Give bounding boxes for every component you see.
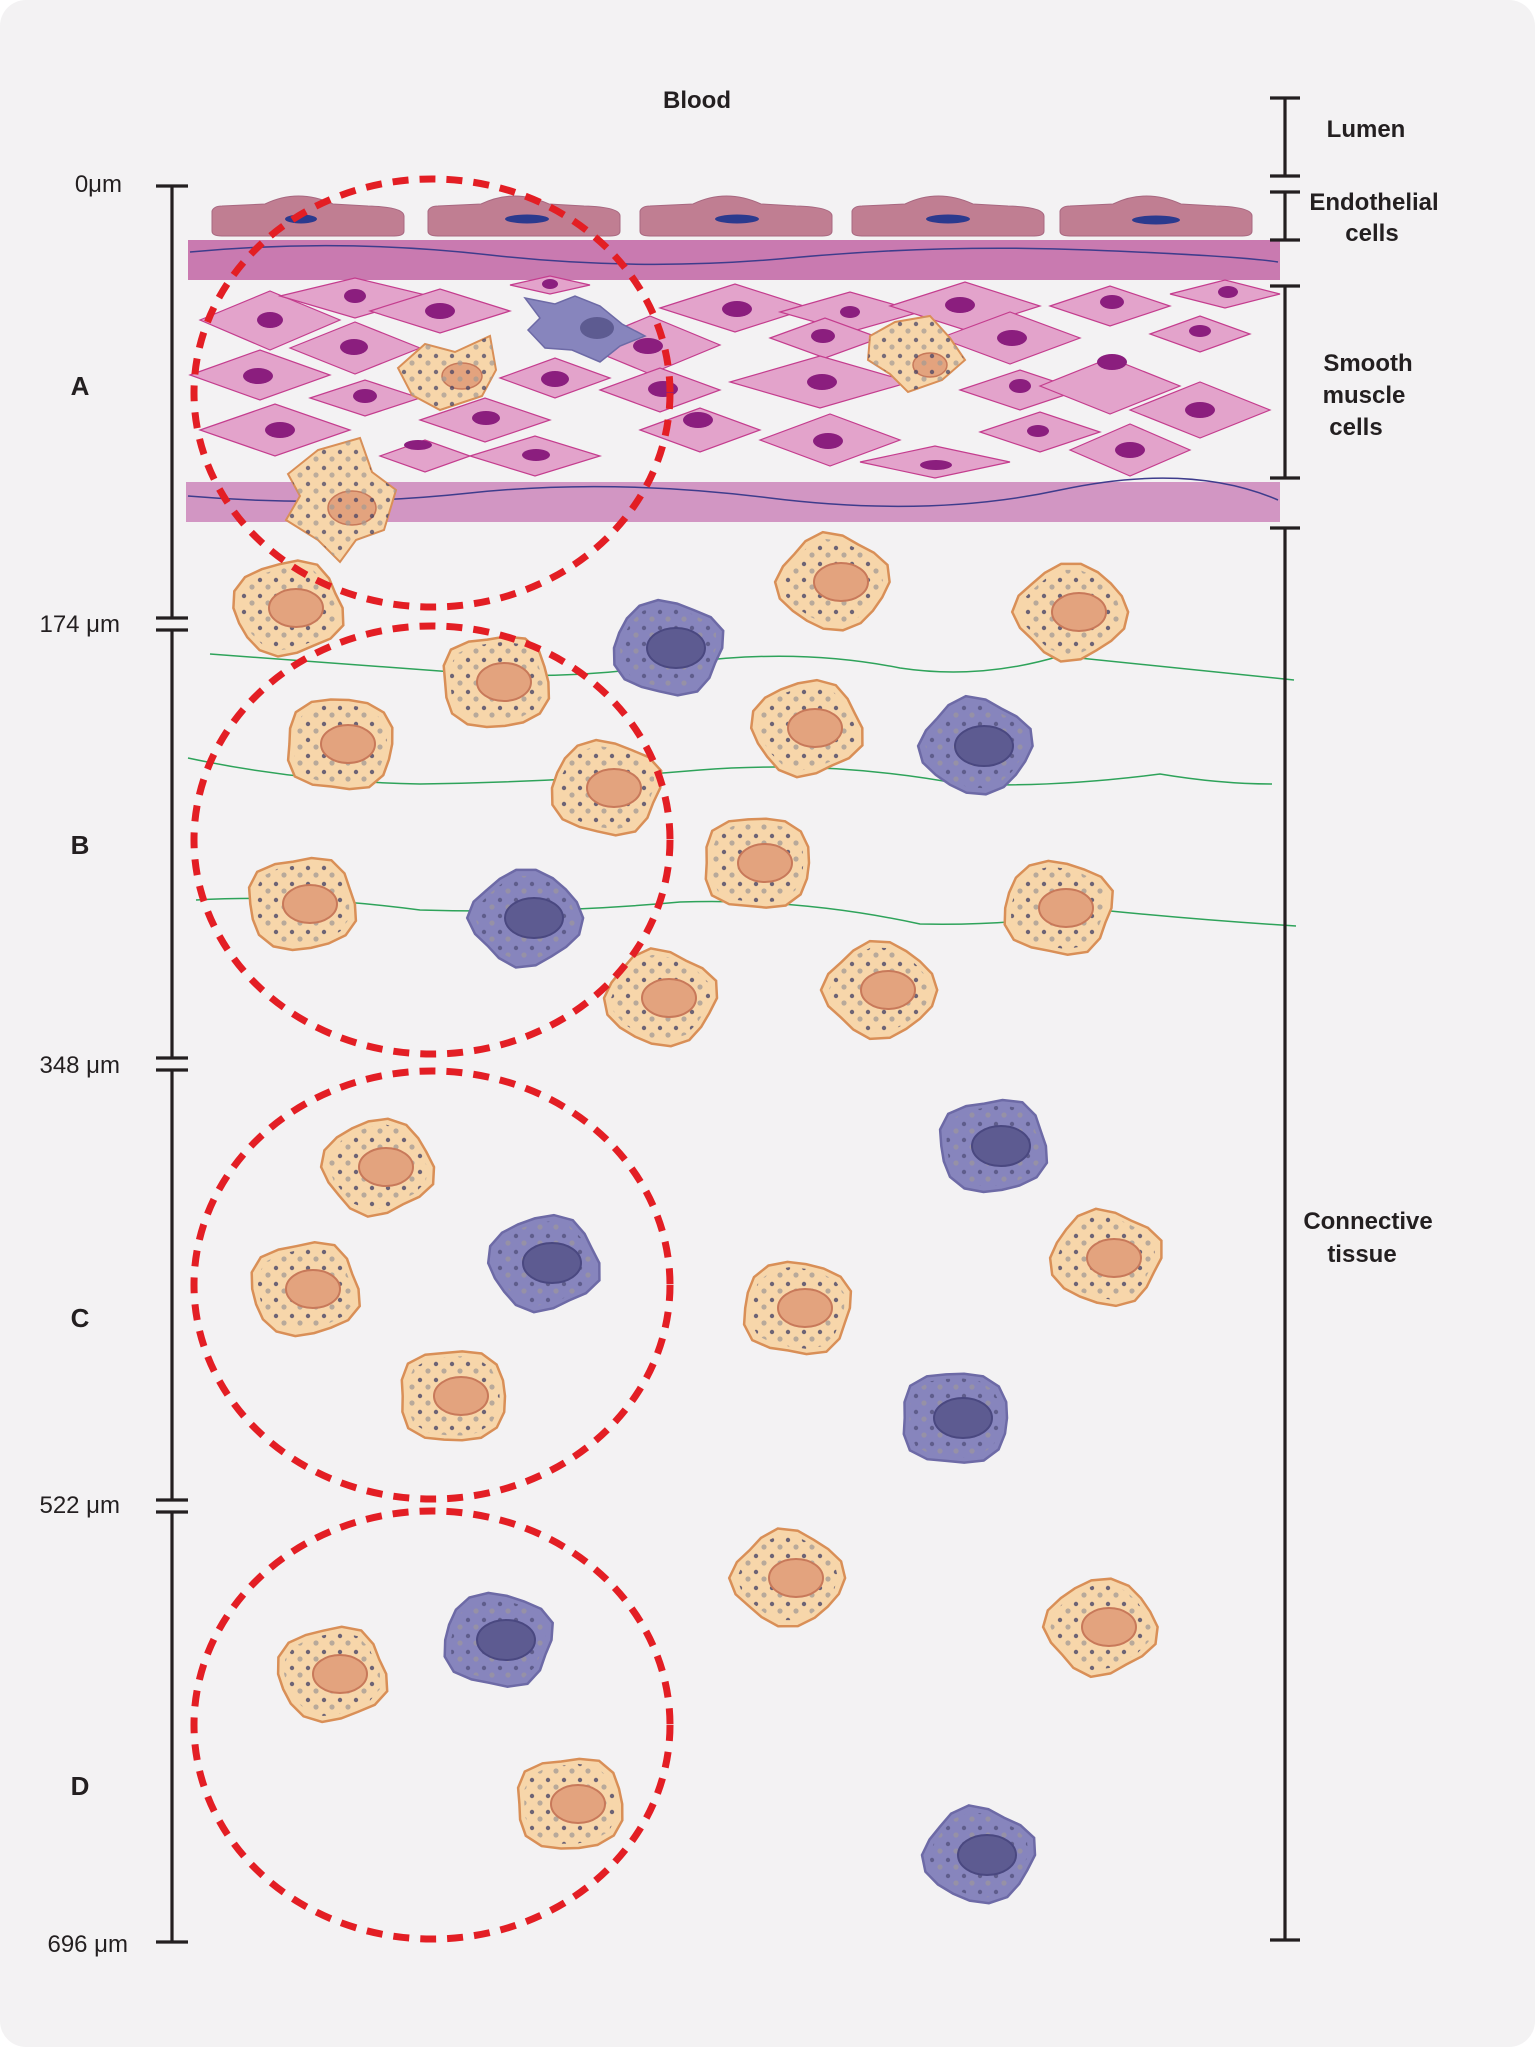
- zone-highlight-circles: [190, 175, 674, 1943]
- lumen-label: Lumen: [1327, 116, 1406, 143]
- smooth-muscle-cell: [198, 403, 352, 457]
- smooth-muscle-layer: [188, 275, 1281, 564]
- zone-label-c: C: [71, 1303, 90, 1333]
- connective-tissue-label-line1: Connective: [1303, 1208, 1432, 1235]
- zone-label-a: A: [71, 371, 90, 401]
- connective-tissue-cells: [232, 530, 1163, 1905]
- smooth-muscle-cell: [188, 349, 332, 401]
- endothelial-layer: [211, 195, 1253, 237]
- smooth-muscle-cell: [1048, 285, 1172, 327]
- smooth-muscle-label-line2: muscle: [1323, 382, 1406, 409]
- smooth-muscle-cell: [978, 411, 1102, 453]
- zone-label-d: D: [71, 1771, 90, 1801]
- smooth-muscle-cell: [859, 445, 1011, 479]
- smooth-muscle-cell: [418, 397, 552, 443]
- mast-cell: [319, 1117, 436, 1218]
- mast-cell: [550, 738, 663, 837]
- mast-cell: [232, 559, 345, 658]
- endothelial-label-line1: Endothelial: [1309, 189, 1438, 216]
- macrophage-cell: [938, 1098, 1049, 1194]
- smooth-muscle-cell: [509, 275, 591, 295]
- connective-tissue-label-line2: tissue: [1327, 1241, 1396, 1268]
- mast-cell: [516, 1757, 624, 1850]
- smooth-muscle-cell: [768, 317, 882, 359]
- smooth-muscle-cell: [1038, 354, 1182, 415]
- smooth-muscle-cell: [498, 357, 612, 399]
- smooth-muscle-cell: [1068, 423, 1192, 477]
- mast-cell: [442, 635, 551, 729]
- macrophage-cell: [443, 1591, 554, 1688]
- zone-label-b: B: [71, 830, 90, 860]
- infiltrating-mast-cell: [284, 436, 398, 564]
- mast-cell: [286, 698, 394, 791]
- smooth-muscle-cell: [1148, 315, 1252, 353]
- infiltrating-mast-cell: [866, 314, 967, 394]
- smooth-muscle-cell: [938, 311, 1082, 365]
- mast-cell: [742, 1260, 853, 1356]
- macrophage-cell: [612, 598, 725, 697]
- zone-d-circle: [190, 1507, 674, 1943]
- smooth-muscle-cell: [638, 407, 762, 453]
- depth-tick-0: 0μm: [75, 171, 122, 198]
- endothelial-label-line2: cells: [1345, 220, 1398, 247]
- mast-cell: [727, 1527, 847, 1628]
- zone-a-circle: [190, 175, 674, 611]
- mast-cell: [819, 939, 939, 1041]
- mast-cell: [602, 947, 719, 1048]
- depth-tick-348: 348 μm: [39, 1052, 120, 1079]
- macrophage-cell: [465, 868, 585, 969]
- mast-cell: [276, 1625, 389, 1724]
- infiltrating-mast-cell: [396, 334, 498, 412]
- smooth-muscle-cell: [198, 290, 342, 351]
- smooth-muscle-label-line1: Smooth: [1323, 350, 1412, 377]
- depth-tick-522: 522 μm: [39, 1492, 120, 1519]
- macrophage-cell: [902, 1372, 1009, 1464]
- mast-cell: [1003, 859, 1114, 956]
- smooth-muscle-label-line3: cells: [1329, 414, 1382, 441]
- depth-tick-174: 174 μm: [39, 611, 120, 638]
- smooth-muscle-cell: [658, 283, 812, 333]
- depth-scale: [156, 184, 188, 1944]
- internal-elastic-membrane: [188, 240, 1280, 280]
- macrophage-cell: [486, 1213, 601, 1314]
- endothelial-nucleus: [715, 214, 759, 224]
- infiltrating-macrophage: [523, 295, 647, 363]
- mast-cell: [1048, 1207, 1163, 1308]
- depth-tick-696: 696 μm: [47, 1931, 128, 1958]
- smooth-muscle-cell: [367, 288, 513, 334]
- smooth-muscle-cell: [1128, 381, 1272, 439]
- mast-cell: [704, 817, 811, 909]
- smooth-muscle-cell: [1169, 279, 1281, 309]
- macrophage-cell: [920, 1804, 1037, 1905]
- endothelial-nucleus: [926, 214, 970, 224]
- mast-cell: [1010, 562, 1130, 663]
- zone-b-circle: [190, 622, 674, 1058]
- mast-cell: [247, 856, 358, 952]
- mast-cell: [400, 1350, 507, 1442]
- layer-brackets: [1270, 96, 1300, 1942]
- mast-cell: [773, 530, 891, 632]
- blood-label: Blood: [663, 87, 731, 114]
- mast-cell: [1041, 1577, 1159, 1679]
- mast-cell: [749, 678, 864, 779]
- smooth-muscle-cell: [758, 413, 902, 467]
- endothelial-nucleus: [1132, 215, 1180, 225]
- endothelial-nucleus: [505, 214, 549, 224]
- mast-cell: [250, 1241, 361, 1338]
- smooth-muscle-cell: [467, 435, 603, 477]
- zone-c-circle: [190, 1067, 674, 1503]
- macrophage-cell: [916, 694, 1034, 796]
